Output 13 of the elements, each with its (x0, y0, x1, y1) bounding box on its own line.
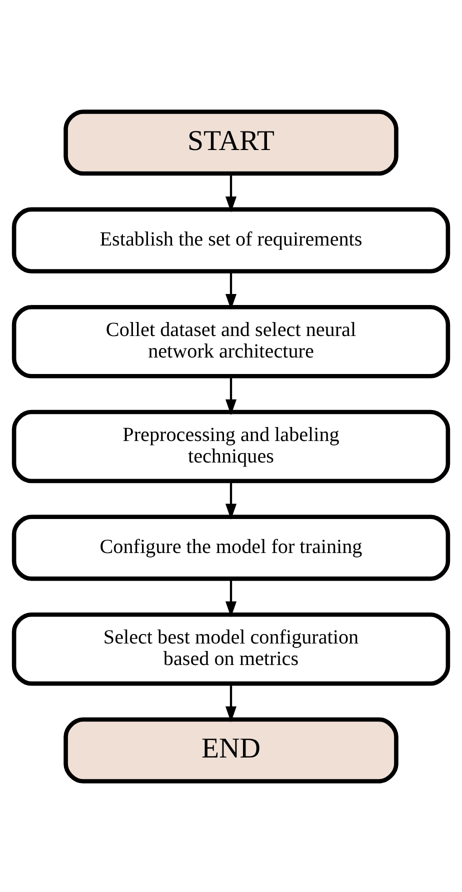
node-box: Configure the model for training (12, 514, 450, 580)
arrow (225, 376, 237, 415)
arrow (225, 683, 237, 722)
arrow (225, 480, 237, 520)
node-box: Collet dataset and select neural network architecture (12, 304, 450, 378)
node-box: Preprocessing and labeling techniques (12, 409, 450, 483)
arrow (225, 270, 237, 310)
node-box: Establish the set of requirements (12, 206, 450, 273)
node-box: START (64, 109, 398, 176)
arrow (225, 578, 237, 617)
arrow (225, 173, 237, 212)
node-box: END (64, 716, 398, 783)
node-box: Select best model configuration based on metrics (12, 612, 450, 686)
